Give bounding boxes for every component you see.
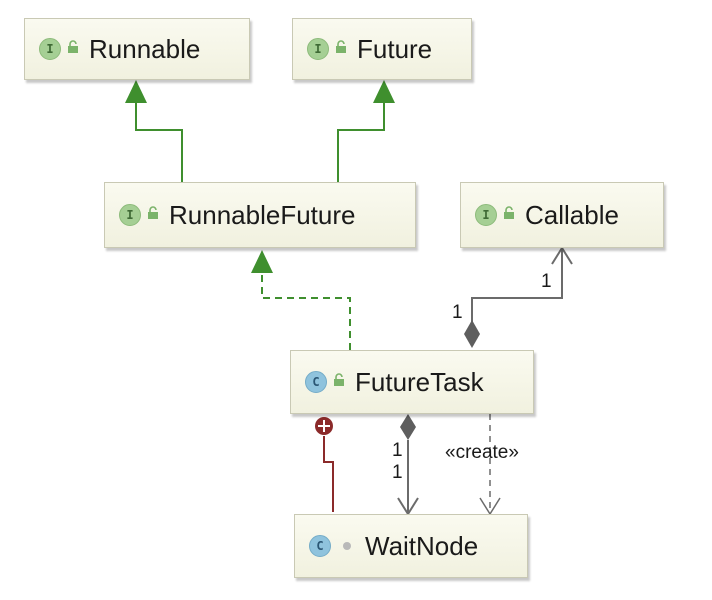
edge-runnablefuture-extends-runnable: [125, 80, 183, 182]
public-access-icon: [503, 205, 515, 225]
node-name: Future: [357, 33, 433, 64]
edge-runnablefuture-extends-future: [337, 80, 395, 182]
waitnode-class-node[interactable]: C WaitNode: [294, 514, 528, 578]
waitnode-target-multiplicity: 1: [392, 462, 403, 483]
waitnode-source-multiplicity: 1: [392, 440, 403, 461]
runnable-interface-node[interactable]: I Runnable: [24, 18, 250, 80]
interface-icon: I: [39, 38, 61, 60]
interface-icon: I: [307, 38, 329, 60]
edge-waitnode-inner-of-futuretask: [315, 417, 334, 512]
runnablefuture-interface-node[interactable]: I RunnableFuture: [104, 182, 416, 248]
edge-futuretask-implements-runnablefuture: [251, 250, 351, 350]
futuretask-class-node[interactable]: C FutureTask: [290, 350, 534, 414]
static-class-icon: C: [309, 535, 331, 557]
node-name: Runnable: [89, 33, 201, 64]
callable-target-multiplicity: 1: [541, 271, 552, 292]
node-name: RunnableFuture: [169, 199, 356, 230]
node-name: FutureTask: [355, 366, 484, 397]
node-name: Callable: [525, 199, 619, 230]
edge-futuretask-has-callable: [464, 246, 573, 348]
node-name: WaitNode: [365, 530, 479, 561]
edge-futuretask-creates-waitnode: [479, 414, 501, 516]
public-access-icon: [335, 39, 347, 59]
public-access-icon: [333, 372, 345, 392]
callable-interface-node[interactable]: I Callable: [460, 182, 664, 248]
public-access-icon: [67, 39, 79, 59]
future-interface-node[interactable]: I Future: [292, 18, 472, 80]
interface-icon: I: [119, 204, 141, 226]
create-stereotype-label: «create»: [445, 442, 519, 463]
class-icon: C: [305, 371, 327, 393]
callable-source-multiplicity: 1: [452, 302, 463, 323]
public-access-icon: [147, 205, 159, 225]
interface-icon: I: [475, 204, 497, 226]
package-private-access-icon: [343, 542, 351, 550]
